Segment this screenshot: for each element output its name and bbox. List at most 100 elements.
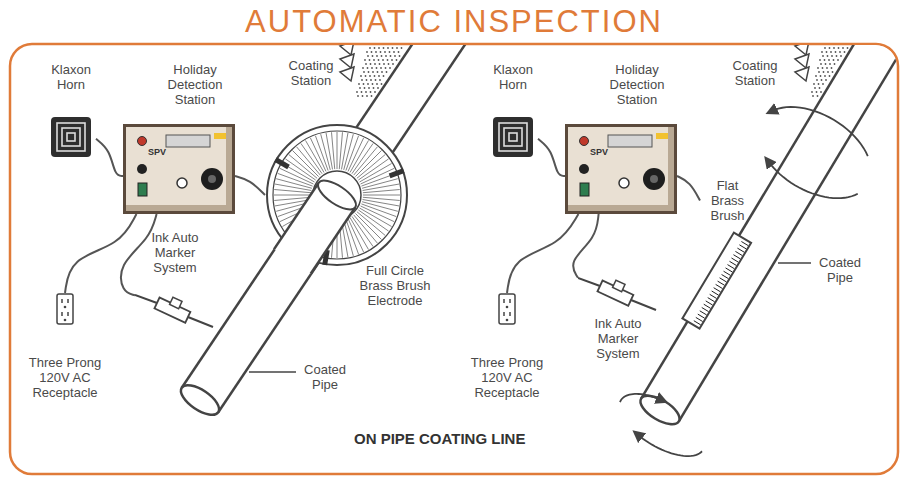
spray-dot [396, 47, 398, 49]
receptacle-icon [56, 293, 74, 325]
brush-bristle [739, 245, 746, 249]
hv-connector [201, 168, 223, 190]
brush-bristle [363, 190, 400, 193]
control-knob [137, 164, 147, 174]
pipe-end [636, 390, 684, 430]
spray-dot [811, 91, 813, 93]
device-node: Ink Auto Marker System [578, 262, 658, 361]
brush-bristle [344, 220, 354, 256]
brush-bristle [716, 284, 723, 288]
spray-dot [367, 83, 369, 85]
receptacle-slot [503, 299, 505, 303]
spray-dot [835, 51, 837, 53]
pipe-body [641, 45, 897, 421]
pipe-edge [218, 45, 480, 412]
receptacle-ground [506, 306, 509, 309]
ink-marker-icon [135, 279, 215, 329]
cable [121, 214, 157, 295]
spray-dot [824, 59, 826, 61]
spray-dot [370, 79, 372, 81]
spray-dot [824, 75, 826, 77]
flat-brush-body [682, 233, 751, 329]
spray-nozzle [795, 45, 809, 55]
brush-bristle [358, 159, 388, 180]
device-node: Klaxon Horn [46, 62, 96, 158]
spray-dot [388, 63, 390, 65]
brush-bristle [733, 255, 740, 259]
brush-bristle [729, 261, 736, 265]
brush-bristle [737, 248, 744, 252]
test-button [619, 178, 629, 188]
part-label: Coated Pipe [298, 362, 352, 392]
brush-bristle [360, 164, 392, 183]
cable [573, 214, 598, 278]
device-label: Holiday Detection Station [597, 62, 677, 107]
brush-bristle [704, 304, 711, 308]
detector-controls [126, 127, 232, 211]
receptacle-slot [67, 312, 69, 316]
spray-dot [820, 91, 822, 93]
spray-dot [368, 71, 370, 73]
spray-dot [374, 75, 376, 77]
spray-dot [401, 47, 403, 49]
brush-bristle [708, 298, 715, 302]
spray-dot [364, 87, 366, 89]
brush-bristle [274, 190, 311, 193]
receptacle-icon [498, 293, 516, 325]
receptacle-plate [499, 294, 515, 324]
spray-dot [381, 83, 383, 85]
brush-bristle [724, 271, 731, 275]
detector-controls [568, 127, 674, 211]
spray-dot [379, 79, 381, 81]
spray-dot [817, 95, 819, 97]
device-label: Three Prong 120V AC Receptacle [20, 355, 110, 400]
spray-dot [827, 55, 829, 57]
spray-dot [376, 83, 378, 85]
spray-dot [829, 63, 831, 65]
spray-dot [826, 67, 828, 69]
brush-bristle [363, 195, 400, 196]
caption: ON PIPE COATING LINE [354, 430, 525, 448]
spray-dot [814, 87, 816, 89]
brush-bristle [714, 288, 721, 292]
spacer [135, 275, 215, 279]
spray-dot [372, 55, 374, 57]
device-label: Ink Auto Marker System [578, 316, 658, 361]
spray-dot [396, 59, 398, 61]
spray-dot [832, 71, 834, 73]
warning-tag [214, 133, 226, 139]
ring-brush-icon [265, 123, 409, 267]
rotation-arrow [620, 394, 662, 402]
spray-dot [375, 51, 377, 53]
brush-bristle [726, 268, 733, 272]
pipe-edge [311, 207, 356, 273]
spray-dot [381, 55, 383, 57]
device-label: Klaxon Horn [488, 62, 538, 92]
marker-tip [188, 317, 213, 327]
horn-grille [57, 123, 85, 151]
klaxon-horn-icon [492, 116, 534, 158]
spray-dot [821, 79, 823, 81]
leader-line [249, 371, 296, 372]
ring-clamp [276, 160, 289, 168]
spray-dot [371, 67, 373, 69]
spray-dot [385, 67, 387, 69]
spray-dot [387, 47, 389, 49]
spray-nozzle [340, 67, 354, 81]
spray-dot [366, 79, 368, 81]
display-window [608, 135, 652, 147]
spray-dot [370, 91, 372, 93]
pipe-edge [679, 45, 897, 421]
spray-dot [392, 63, 394, 65]
spray-dot [385, 55, 387, 57]
spray-dot [834, 63, 836, 65]
spray-dot [376, 67, 378, 69]
spray-dot [829, 47, 831, 49]
spray-nozzle [340, 45, 354, 55]
spray-dot [383, 63, 385, 65]
spray-dot [374, 91, 376, 93]
brush-bristle [326, 133, 332, 169]
spray-dot [362, 95, 364, 97]
horn-body [493, 117, 533, 157]
